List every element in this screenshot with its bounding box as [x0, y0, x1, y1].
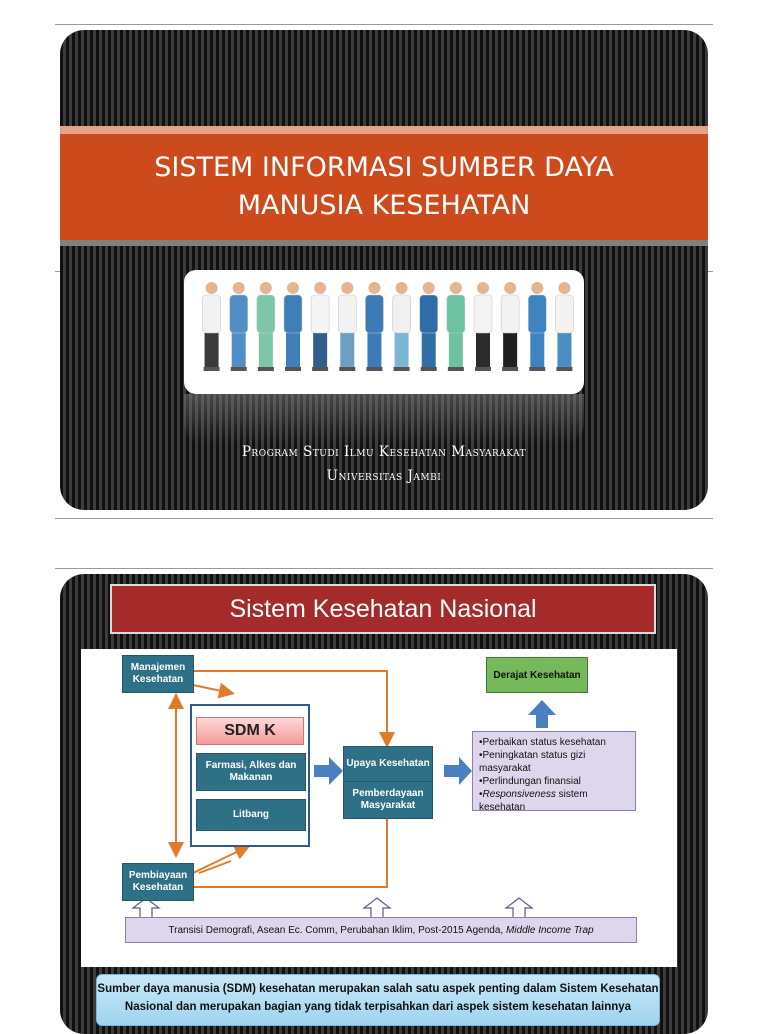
divider-bottom	[55, 518, 713, 519]
staff-figure	[555, 282, 574, 371]
staff-figure	[446, 282, 466, 371]
staff-figure	[310, 282, 330, 371]
staff-figure	[337, 282, 357, 371]
goal-rest: sistem kesehatan	[479, 789, 588, 813]
goal-item: •Perbaikan status kesehatan	[479, 737, 606, 748]
sdm-title: SDM K	[196, 717, 304, 745]
arrow-sdm-to-upaya	[314, 757, 343, 785]
arrow-upaya-to-goals	[444, 757, 472, 785]
goal-item: •Peningkatan status gizi masyarakat	[479, 750, 586, 774]
transition-italic: Middle Income Trap	[505, 924, 594, 936]
staff-figure	[283, 282, 303, 371]
divider-slide2	[55, 568, 713, 569]
slide-subtitle: Program Studi Ilmu Kesehatan Masyarakat …	[120, 440, 648, 488]
people-illustration	[202, 282, 574, 371]
subtitle-program: Program Studi Ilmu Kesehatan Masyarakat	[241, 444, 527, 460]
litbang-box: Litbang	[196, 799, 306, 831]
farmasi-box: Farmasi, Alkes dan Makanan	[196, 753, 306, 791]
note-line-2: Nasional dan merupakan bagian yang tidak…	[124, 1001, 632, 1013]
medical-staff-photo	[184, 270, 584, 394]
transition-text: Transisi Demografi, Asean Ec. Comm, Peru…	[168, 924, 504, 936]
goal-italic: Responsiveness	[482, 789, 556, 800]
slide-title: SISTEM INFORMASI SUMBER DAYA MANUSIA KES…	[154, 152, 614, 221]
note-line-1: Sumber daya manusia (SDM) kesehatan meru…	[97, 983, 659, 995]
arrow-up-middle	[362, 897, 392, 917]
staff-figure	[202, 282, 221, 371]
manajemen-box: Manajemen Kesehatan	[122, 655, 194, 693]
connector-sdm-pembiayaan	[198, 860, 232, 874]
diagram-panel: Manajemen Kesehatan SDM K Farmasi, Alkes…	[81, 649, 677, 967]
goal-item: •Responsiveness sistem kesehatan	[479, 788, 629, 814]
connector-manajemen-sdm	[192, 682, 235, 699]
slide-header: Sistem Kesehatan Nasional	[110, 584, 656, 634]
staff-figure	[392, 282, 411, 371]
connector-pembiayaan-upaya	[193, 795, 395, 888]
subtitle-university: Universitas Jambi	[326, 468, 442, 484]
title-band: SISTEM INFORMASI SUMBER DAYA MANUSIA KES…	[60, 126, 708, 246]
arrow-up-right	[504, 897, 534, 917]
connector-manajemen-upaya	[193, 670, 395, 748]
diagram-connectors	[131, 670, 556, 917]
connector-pembiayaan-sdm	[192, 844, 251, 874]
arrow-goals-to-derajat	[528, 700, 556, 728]
staff-figure	[256, 282, 276, 371]
staff-figure	[419, 282, 439, 371]
title-slide: SISTEM INFORMASI SUMBER DAYA MANUSIA KES…	[60, 30, 708, 510]
staff-figure	[473, 282, 493, 371]
pembiayaan-box: Pembiayaan Kesehatan	[122, 863, 194, 901]
pemberdayaan-box: Pemberdayaan Masyarakat	[343, 781, 433, 819]
goal-item: •Perlindungan finansial	[479, 776, 581, 787]
skn-slide: Sistem Kesehatan Nasional	[60, 574, 708, 1034]
summary-note: Sumber daya manusia (SDM) kesehatan meru…	[96, 974, 660, 1026]
divider-top	[55, 24, 713, 25]
staff-figure	[365, 282, 384, 371]
staff-figure	[527, 282, 547, 371]
goals-box: •Perbaikan status kesehatan •Peningkatan…	[472, 731, 636, 814]
photo-reflection	[184, 394, 584, 444]
staff-figure	[500, 282, 520, 371]
derajat-box: Derajat Kesehatan	[486, 657, 588, 693]
goal-bullet: •	[479, 789, 483, 800]
transition-bar: Transisi Demografi, Asean Ec. Comm, Peru…	[125, 917, 637, 943]
staff-figure	[229, 282, 249, 371]
upaya-box: Upaya Kesehatan	[343, 746, 433, 782]
